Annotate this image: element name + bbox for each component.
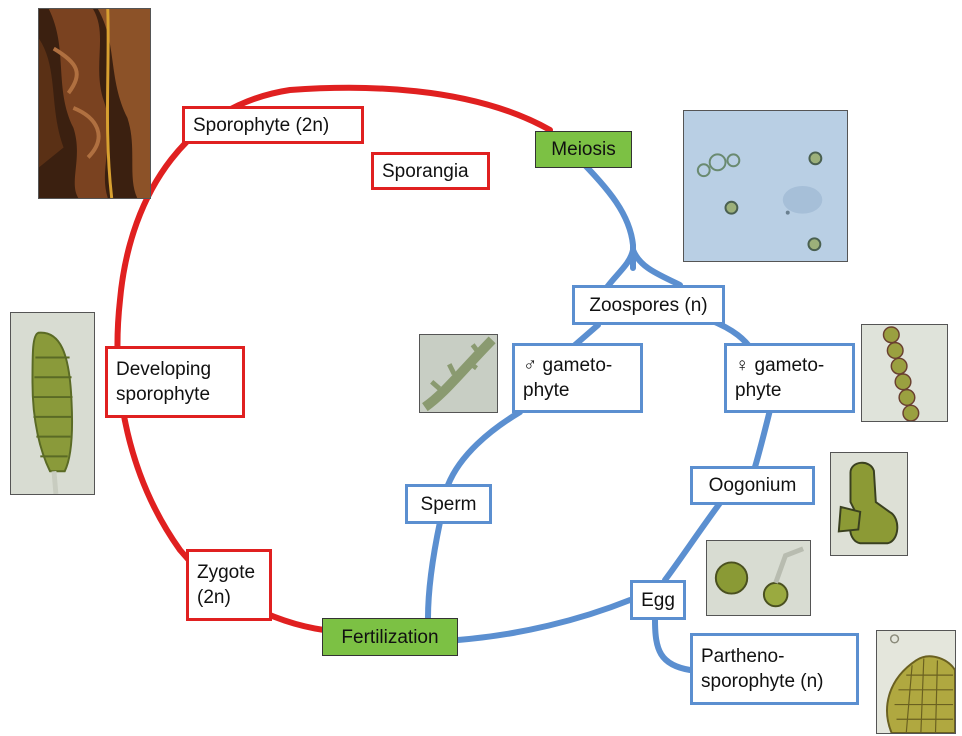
zoospores-to-male-line	[572, 322, 601, 348]
sperm-label: Sperm	[405, 484, 492, 524]
kelp-sporophyte-photo	[38, 8, 151, 199]
female-gametophyte-label: ♀ gameto- phyte	[724, 343, 855, 413]
egg-label: Egg	[630, 580, 686, 620]
parthenosporophyte-micrograph	[876, 630, 956, 734]
egg-to-fertilization-line	[455, 597, 633, 643]
egg-micrograph	[706, 540, 811, 616]
zygote-label: Zygote (2n)	[186, 549, 272, 621]
egg-to-parthenosporophyte-line	[652, 617, 693, 673]
female-to-oogonium-line	[752, 407, 773, 470]
sporophyte-label: Sporophyte (2n)	[182, 106, 364, 144]
oogonium-to-egg-line	[662, 500, 723, 583]
developing-sporophyte-label: Developing sporophyte	[105, 346, 245, 418]
male-gametophyte-label: ♂ gameto- phyte	[512, 343, 643, 413]
sporangia-label: Sporangia	[371, 152, 490, 190]
split-right-branch	[630, 247, 683, 288]
male-gametophyte-micrograph	[419, 334, 498, 413]
zoospores-label: Zoospores (n)	[572, 285, 725, 325]
split-left-branch	[602, 247, 636, 293]
oogonium-label: Oogonium	[690, 466, 815, 505]
zoospores-micrograph	[683, 110, 848, 262]
oogonium-micrograph	[830, 452, 908, 556]
sperm-to-fertilization-line	[425, 519, 443, 621]
male-to-sperm-line	[445, 409, 523, 488]
fertilization-label: Fertilization	[322, 618, 458, 656]
meiosis-label: Meiosis	[535, 131, 632, 168]
developing-sporophyte-micrograph	[10, 312, 95, 495]
meiosis-to-zoospores-line	[572, 152, 636, 271]
parthenosporophyte-label: Partheno- sporophyte (n)	[690, 633, 859, 705]
female-gametophyte-micrograph	[861, 324, 948, 422]
